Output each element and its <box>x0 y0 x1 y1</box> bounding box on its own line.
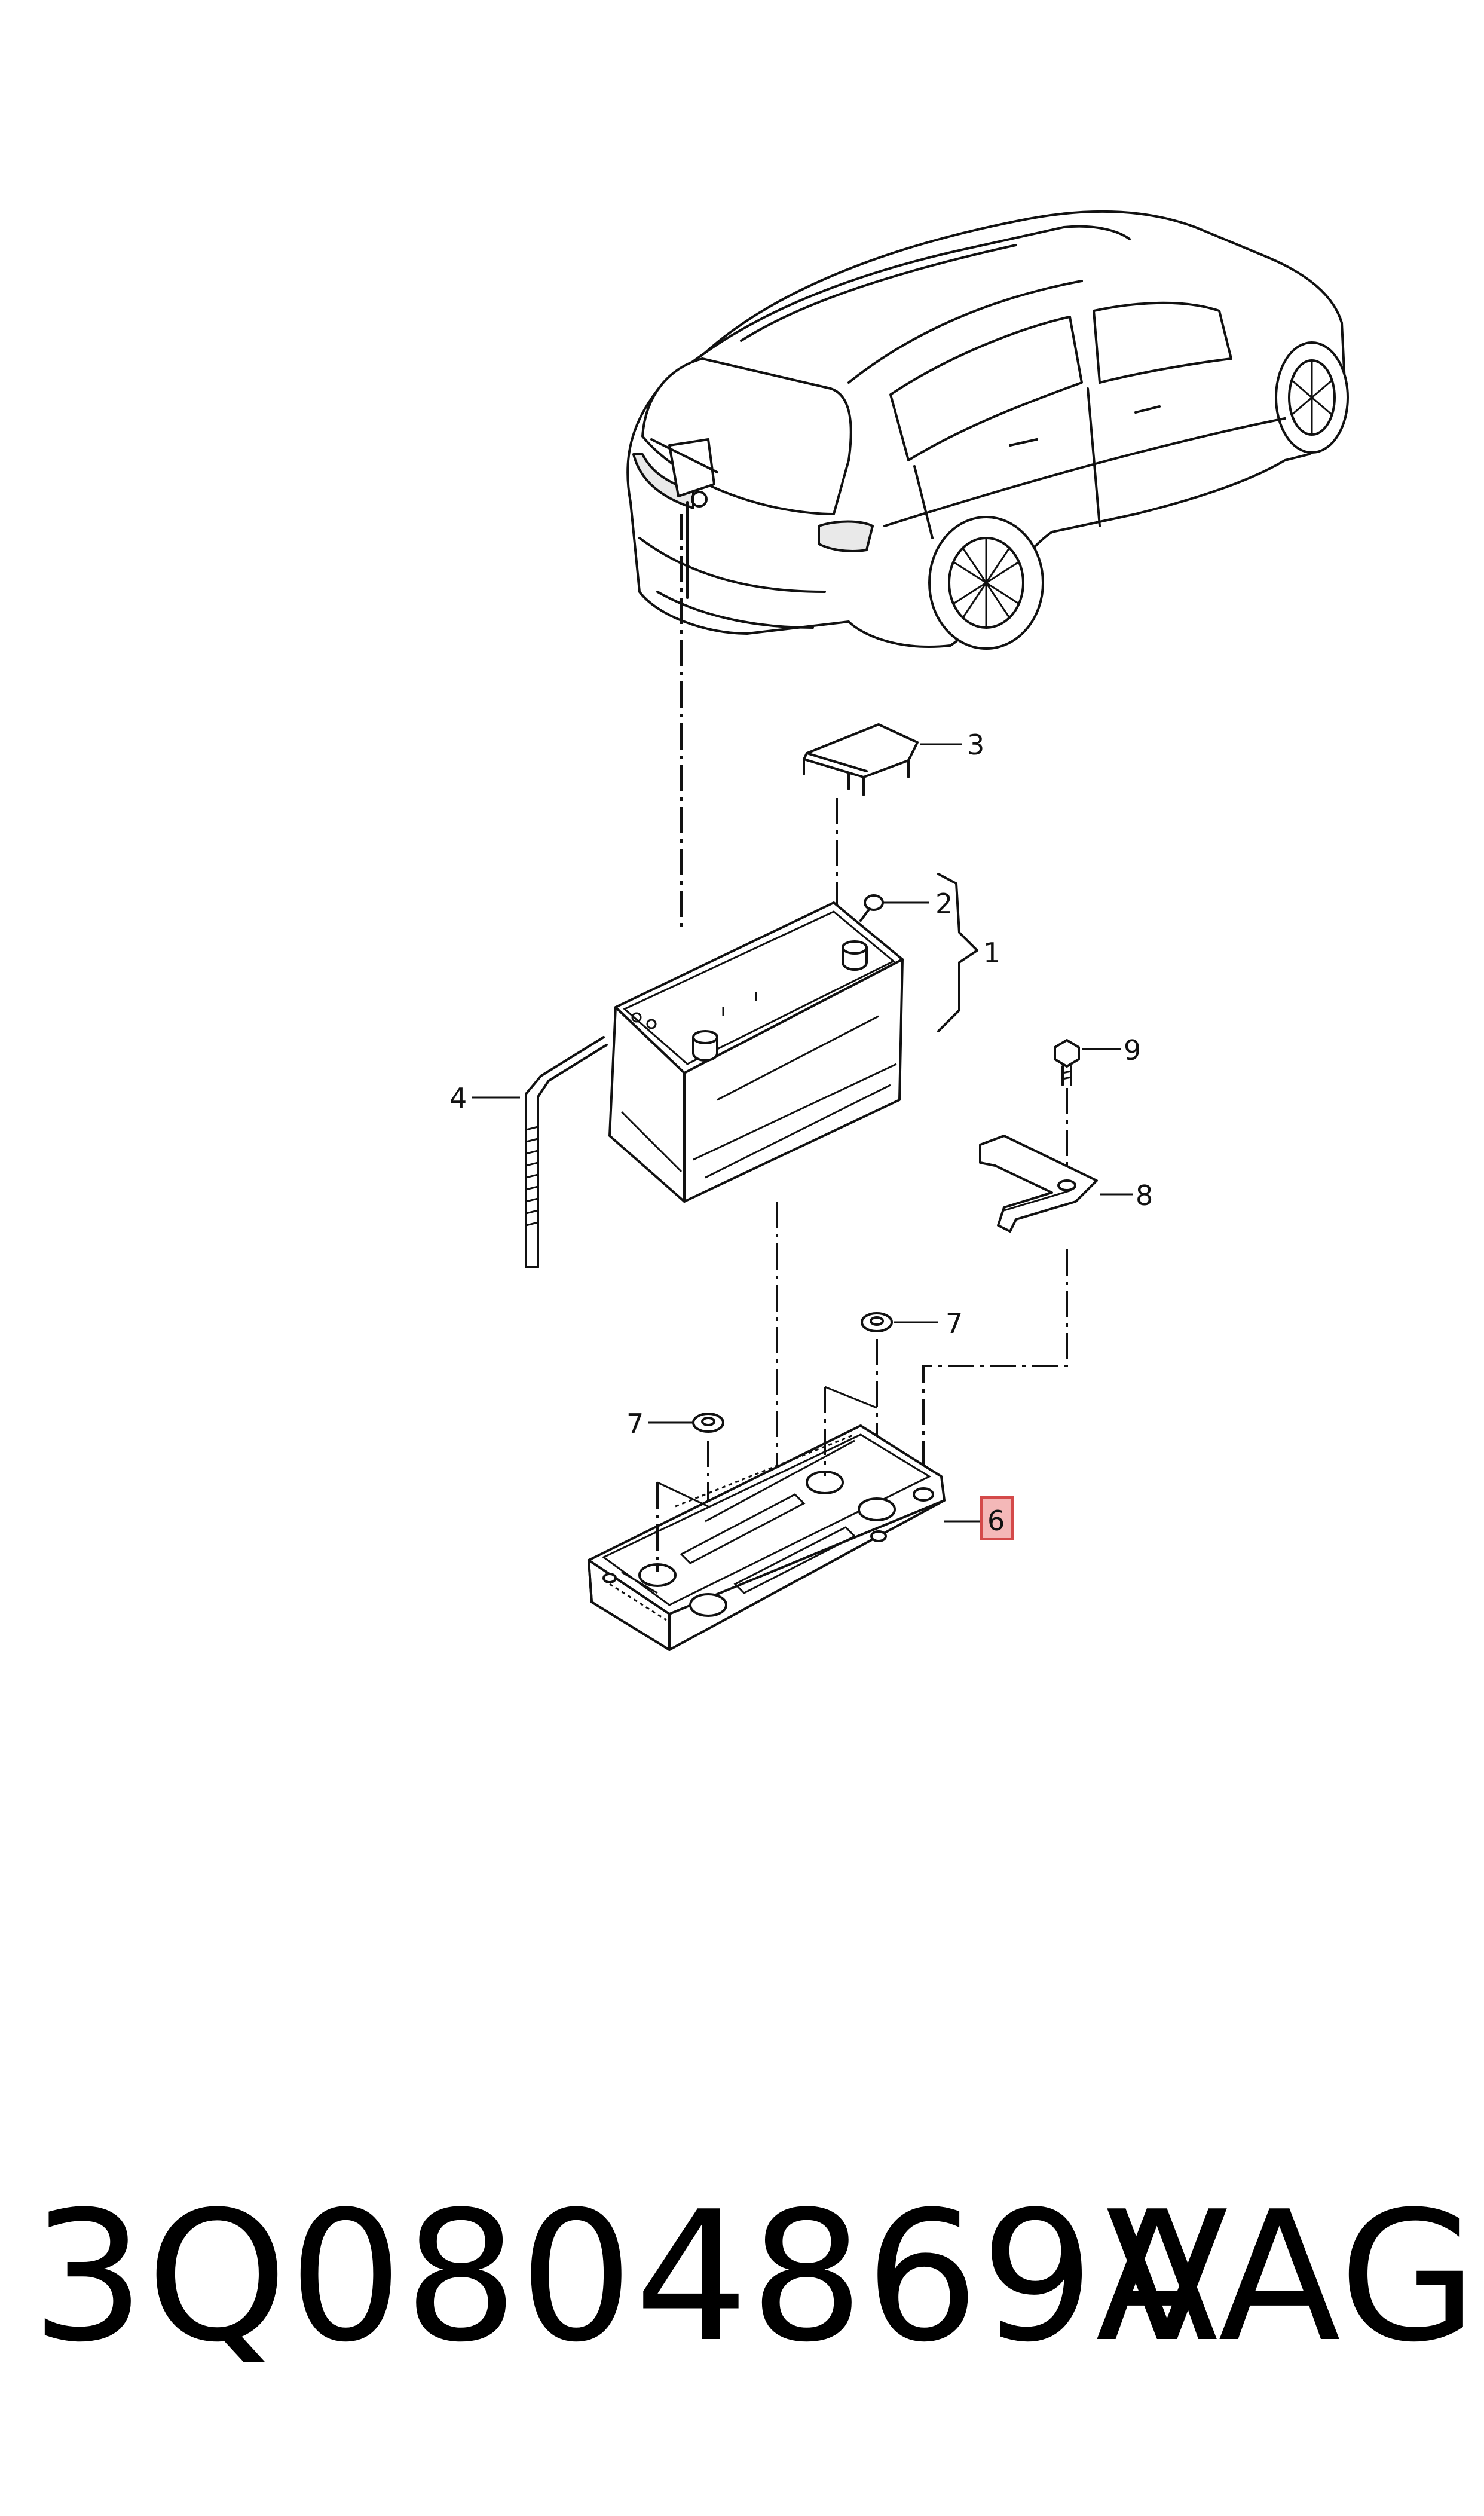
callout-1: 1 <box>983 937 1000 969</box>
callout-6: 6 <box>987 1505 1005 1537</box>
bracket-assembly <box>937 873 978 1032</box>
callout-7-lower: 7 <box>626 1408 644 1440</box>
callout-2: 2 <box>935 888 953 920</box>
callout-9: 9 <box>1124 1034 1141 1066</box>
callout-8: 8 <box>1136 1179 1153 1212</box>
brand-label: VAG <box>1106 2173 1479 2382</box>
battery-tray <box>588 1386 946 1651</box>
callout-4: 4 <box>449 1082 467 1114</box>
terminal-screw <box>859 894 884 922</box>
hold-down-bracket <box>979 1135 1098 1233</box>
battery <box>608 901 904 1203</box>
car-illustration <box>626 210 1349 650</box>
nut-upper <box>861 1312 893 1332</box>
leader-bracket-to-tray <box>922 1249 1068 1485</box>
callout-6-highlight-box <box>980 1496 1014 1540</box>
callout-7-upper: 7 <box>946 1307 963 1340</box>
callout-3: 3 <box>967 729 984 761</box>
bracket-bolt <box>1054 1039 1080 1086</box>
battery-terminal-cover <box>803 723 919 796</box>
nut-lower <box>692 1413 724 1433</box>
vent-hose <box>525 1036 608 1268</box>
part-number-label: 3Q0804869A <box>31 2173 1220 2382</box>
